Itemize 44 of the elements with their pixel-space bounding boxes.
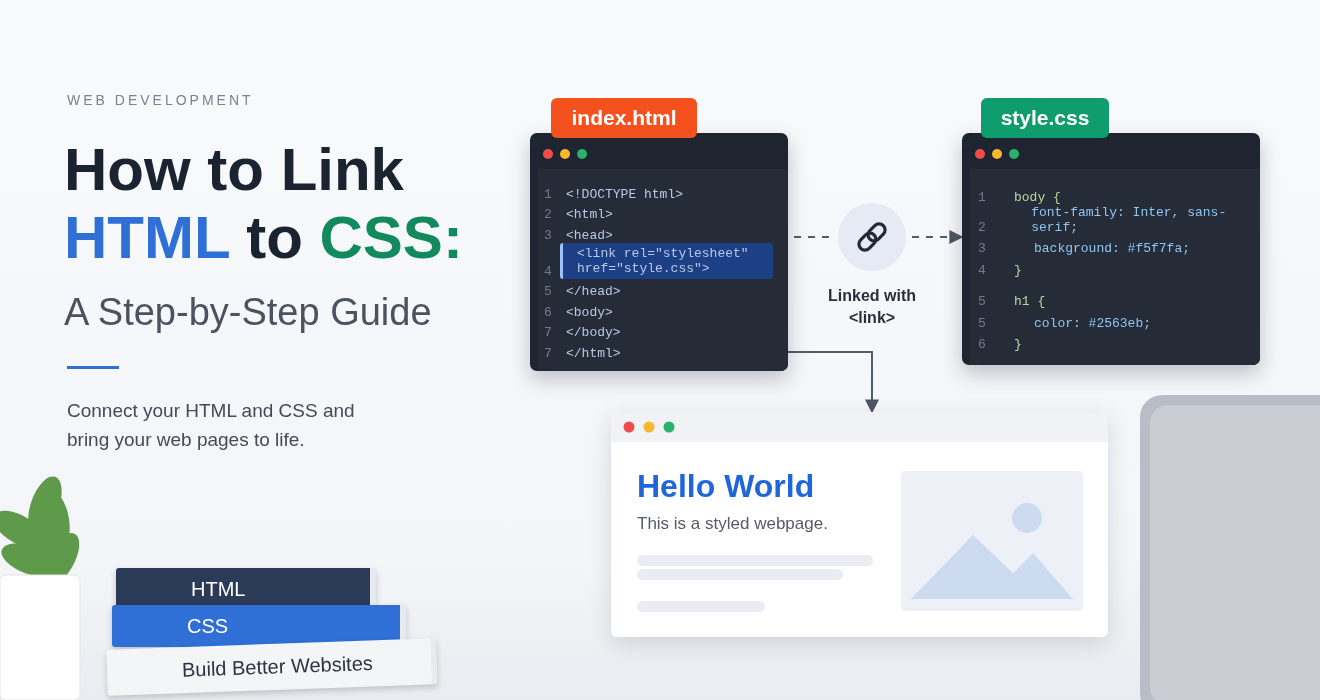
line-number: 7: [543, 345, 553, 361]
code-line: <!DOCTYPE html>: [566, 186, 684, 202]
line-number: 6: [977, 337, 987, 352]
line-number: 1: [977, 189, 987, 205]
code-line: }: [1014, 337, 1022, 352]
book-spine-text: HTML: [191, 577, 246, 601]
code-line: h1 {: [1014, 294, 1046, 309]
book-spine-text: Build Better Websites: [181, 652, 374, 682]
code-line: <html>: [566, 207, 613, 222]
link-caption: Linked with <link>: [827, 286, 917, 328]
page-text: This is a styled webpage.: [637, 514, 828, 534]
subtitle: Connect your HTML and CSS and bring your web pages to life.: [67, 399, 356, 452]
line-number: 5: [977, 294, 987, 309]
book-spine-text: CSS: [187, 614, 229, 638]
arrow: [911, 230, 964, 244]
code-line: body {: [1014, 189, 1061, 205]
code-line: </body>: [566, 325, 621, 340]
code-line: </head>: [566, 284, 621, 299]
line-number: 5: [543, 284, 553, 299]
code-line: color: #2563eb;: [1033, 315, 1152, 331]
file-tab: style.css: [981, 98, 1109, 138]
code-line: <head>: [566, 227, 613, 243]
file-tab: index.html: [551, 98, 697, 138]
page-heading: Hello World: [637, 468, 815, 505]
line-number: 4: [977, 262, 987, 278]
line-number: 6: [543, 304, 553, 320]
line-number: 4: [544, 263, 552, 279]
title: How to Link HTML to CSS: A Step-by-Step Guide: [64, 136, 464, 335]
line-number: 2: [977, 219, 987, 235]
code-line: font-family: Inter, sans-serif;: [1030, 204, 1228, 235]
line-number: 7: [543, 325, 553, 340]
arrow: [787, 351, 879, 414]
section-kicker: WEB DEVELOPMENT: [67, 92, 255, 108]
line-number: 1: [543, 186, 553, 202]
code-line: background: #f5f7fa;: [1033, 241, 1191, 256]
line-number: 2: [543, 207, 553, 222]
code-line: <body>: [566, 304, 613, 320]
line-number: 5: [977, 315, 987, 331]
code-line: <link rel="stylesheet" href="style.css">: [577, 245, 750, 276]
line-number: 3: [977, 241, 987, 256]
browser-window: [611, 412, 1108, 637]
code-line: }: [1014, 262, 1022, 278]
code-line: </html>: [566, 345, 621, 361]
line-number: 3: [543, 227, 553, 243]
